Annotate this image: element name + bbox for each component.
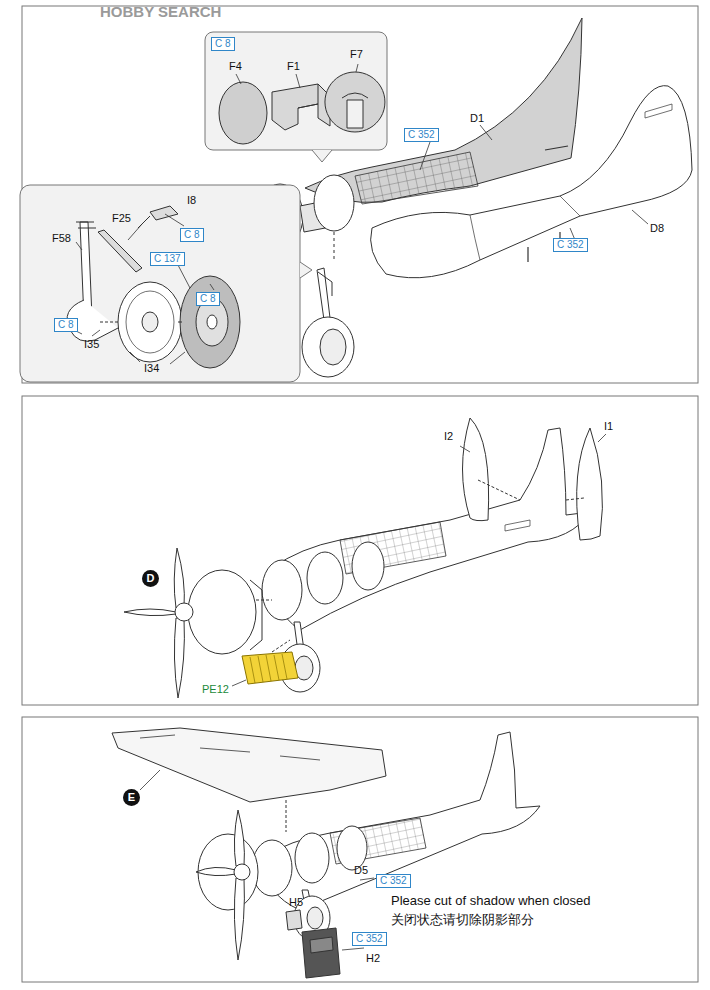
part-number: D5 [354,864,368,877]
part-number: D1 [470,112,484,125]
detail-inset [205,32,387,150]
tail-part [463,418,489,521]
wing [112,728,386,802]
part-number: F25 [112,212,131,225]
detail-inset [20,185,300,382]
photo-etch-number: PE12 [202,683,229,696]
gear-part [150,206,178,220]
part-number: I8 [187,194,196,207]
bulkhead-part [325,72,385,132]
part-number: I2 [444,430,453,443]
gear-door [302,928,340,978]
color-callout: C 8 [54,318,78,332]
color-callout: C 8 [211,37,235,51]
color-callout: C 352 [553,238,588,252]
color-callout: C 352 [404,128,439,142]
color-callout: C 8 [180,228,204,242]
part-number: F58 [52,232,71,245]
part-number: F1 [287,60,300,73]
subassembly-marker: D [142,570,159,587]
color-callout: C 352 [352,932,387,946]
part-number: F7 [350,48,363,61]
part-number: I1 [604,420,613,433]
watermark: HOBBY SEARCH [100,3,221,20]
engine-cowling [188,570,256,654]
color-callout: C 137 [150,252,185,266]
subassembly-marker: E [123,789,140,806]
gear-door [286,910,302,930]
fuselage [262,732,540,910]
part-number: I35 [84,338,99,351]
color-callout: C 352 [376,874,411,888]
bulkhead-part [314,175,354,231]
step-3-illustration [112,728,540,978]
instruction-note: Please cut of shadow when closed [390,893,591,909]
tire [180,276,240,368]
part-number: D8 [650,222,664,235]
gear-brace [98,230,142,272]
photo-etch-part [242,652,298,684]
bulkhead-part [219,82,267,144]
panel-frame [22,6,698,982]
part-number: H2 [366,952,380,965]
cockpit-frame [355,152,478,204]
color-callout: C 8 [196,292,220,306]
wheel-hub [118,282,182,362]
wheel [302,317,354,377]
fuselage [272,428,590,630]
tail-part [577,428,603,540]
floor-part [272,84,330,130]
part-number: H5 [289,896,303,909]
propeller [234,810,244,866]
step-1-illustration [20,18,692,382]
propeller [174,548,184,608]
instruction-note: 关闭状态请切除阴影部分 [390,912,535,928]
part-number: F4 [229,60,242,73]
part-number: I34 [144,362,159,375]
step-2-illustration [124,418,606,698]
